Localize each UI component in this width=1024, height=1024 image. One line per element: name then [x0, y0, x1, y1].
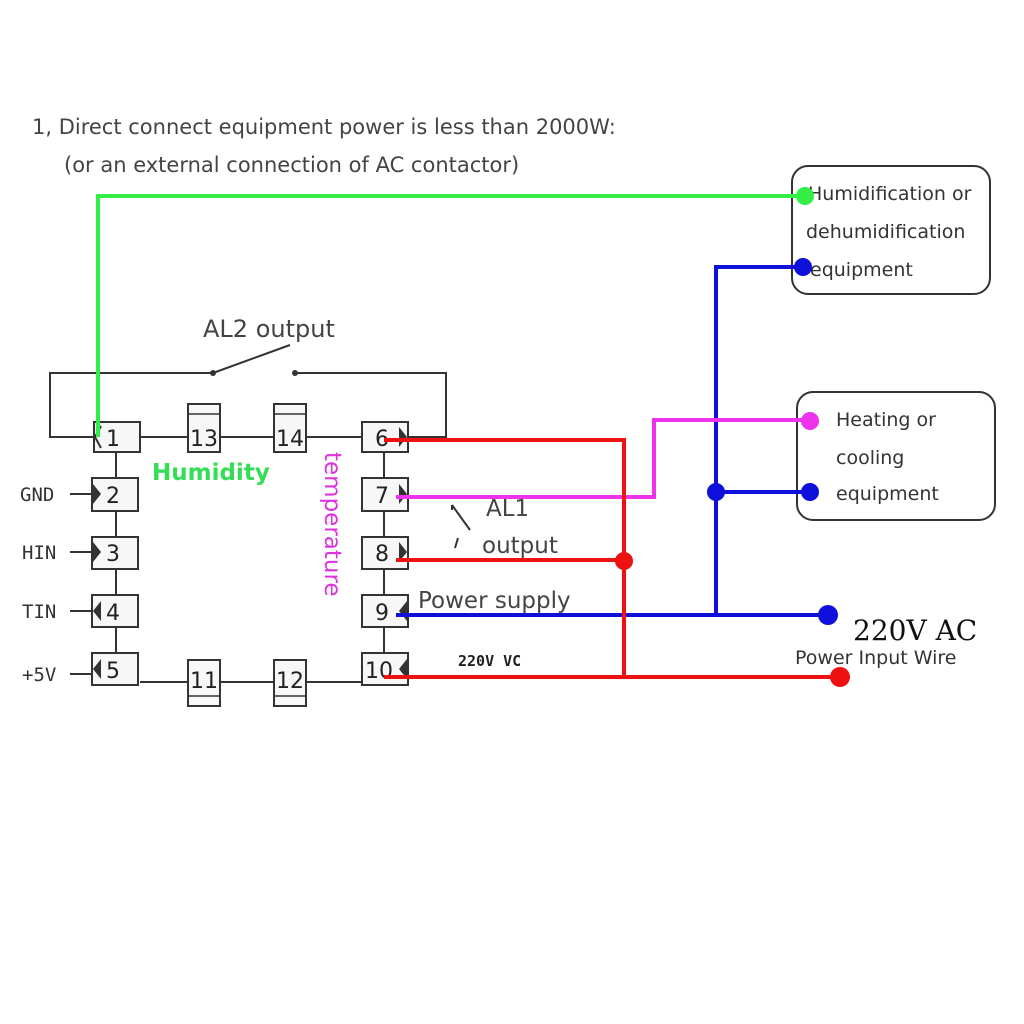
vac-small-label: 220V VC [458, 652, 521, 670]
terminal-8: 8 [361, 536, 409, 570]
power-input-wire-label: Power Input Wire [795, 647, 956, 669]
terminal-12: 12 [273, 659, 307, 707]
terminal-3-number: 3 [106, 542, 120, 567]
terminal-9-number: 9 [375, 601, 389, 626]
terminal-14: 14 [273, 403, 307, 453]
blue-wire-power-endpoint [818, 605, 838, 625]
terminal-9: 9 [361, 594, 409, 628]
blue-wire-heat-endpoint [801, 483, 819, 501]
vac-big-label: 220V AC [853, 614, 977, 647]
green-wire [96, 194, 805, 437]
terminal-11-number: 11 [190, 669, 218, 694]
al1-switch-marks [451, 504, 471, 549]
terminal-6-number: 6 [375, 427, 389, 452]
terminal-11: 11 [187, 659, 221, 707]
heat-equipment-line-2: cooling [836, 447, 904, 469]
heat-equipment-line-1: Heating or [836, 409, 936, 431]
terminal-13: 13 [187, 403, 221, 453]
terminal-10-number: 10 [365, 659, 393, 684]
terminal-1: 1 [93, 421, 141, 453]
humidity-label: Humidity [152, 460, 270, 486]
terminal-7-number: 7 [375, 484, 389, 509]
magenta-wire-endpoint [801, 412, 819, 430]
al2-switch-contact-right [292, 370, 298, 376]
al2-output-label: AL2 output [203, 315, 335, 343]
pin-gnd-label: GND [20, 484, 54, 506]
heating-equipment-box [796, 391, 996, 521]
header-line-2: (or an external connection of AC contact… [64, 153, 519, 177]
red-wire [384, 438, 840, 679]
terminal-4-number: 4 [106, 601, 120, 626]
power-supply-label: Power supply [418, 588, 571, 614]
al2-switch-contact-left [210, 370, 216, 376]
terminal-14-number: 14 [276, 427, 304, 452]
green-wire-endpoint [796, 187, 814, 205]
humid-equipment-line-3: equipment [810, 259, 913, 281]
terminal-1-number: 1 [106, 427, 120, 452]
al2-relay-loop [49, 344, 447, 438]
heat-equipment-line-3: equipment [836, 483, 939, 505]
blue-wire-humid-endpoint [794, 258, 812, 276]
terminal-2: 2 [91, 477, 139, 512]
pin-5v-label: +5V [22, 664, 56, 686]
humidification-equipment-box [791, 165, 991, 295]
terminal-8-number: 8 [375, 542, 389, 567]
terminal-4: 4 [91, 594, 139, 628]
al1-output-label: output [482, 533, 558, 559]
pin-tin-label: TIN [22, 601, 56, 623]
magenta-wire [396, 418, 810, 499]
left-column-wires [70, 452, 385, 683]
humid-equipment-line-1: Humidification or [808, 183, 972, 205]
humid-equipment-line-2: dehumidification [806, 221, 965, 243]
blue-wire-junction [707, 483, 725, 501]
terminal-7: 7 [361, 477, 409, 512]
terminal-5: 5 [91, 652, 139, 686]
temperature-label: temperature [319, 452, 345, 597]
pin-hin-label: HIN [22, 542, 56, 564]
header-line-1: 1, Direct connect equipment power is les… [32, 115, 616, 139]
terminal-12-number: 12 [276, 669, 304, 694]
terminal-10: 10 [361, 652, 409, 686]
red-wire-power-endpoint [830, 667, 850, 687]
terminal-2-number: 2 [106, 484, 120, 509]
terminal-13-number: 13 [190, 427, 218, 452]
terminal-5-number: 5 [106, 659, 120, 684]
al1-label: AL1 [486, 496, 529, 522]
terminal-6: 6 [361, 421, 409, 453]
terminal-3: 3 [91, 536, 139, 570]
red-wire-junction [615, 552, 633, 570]
